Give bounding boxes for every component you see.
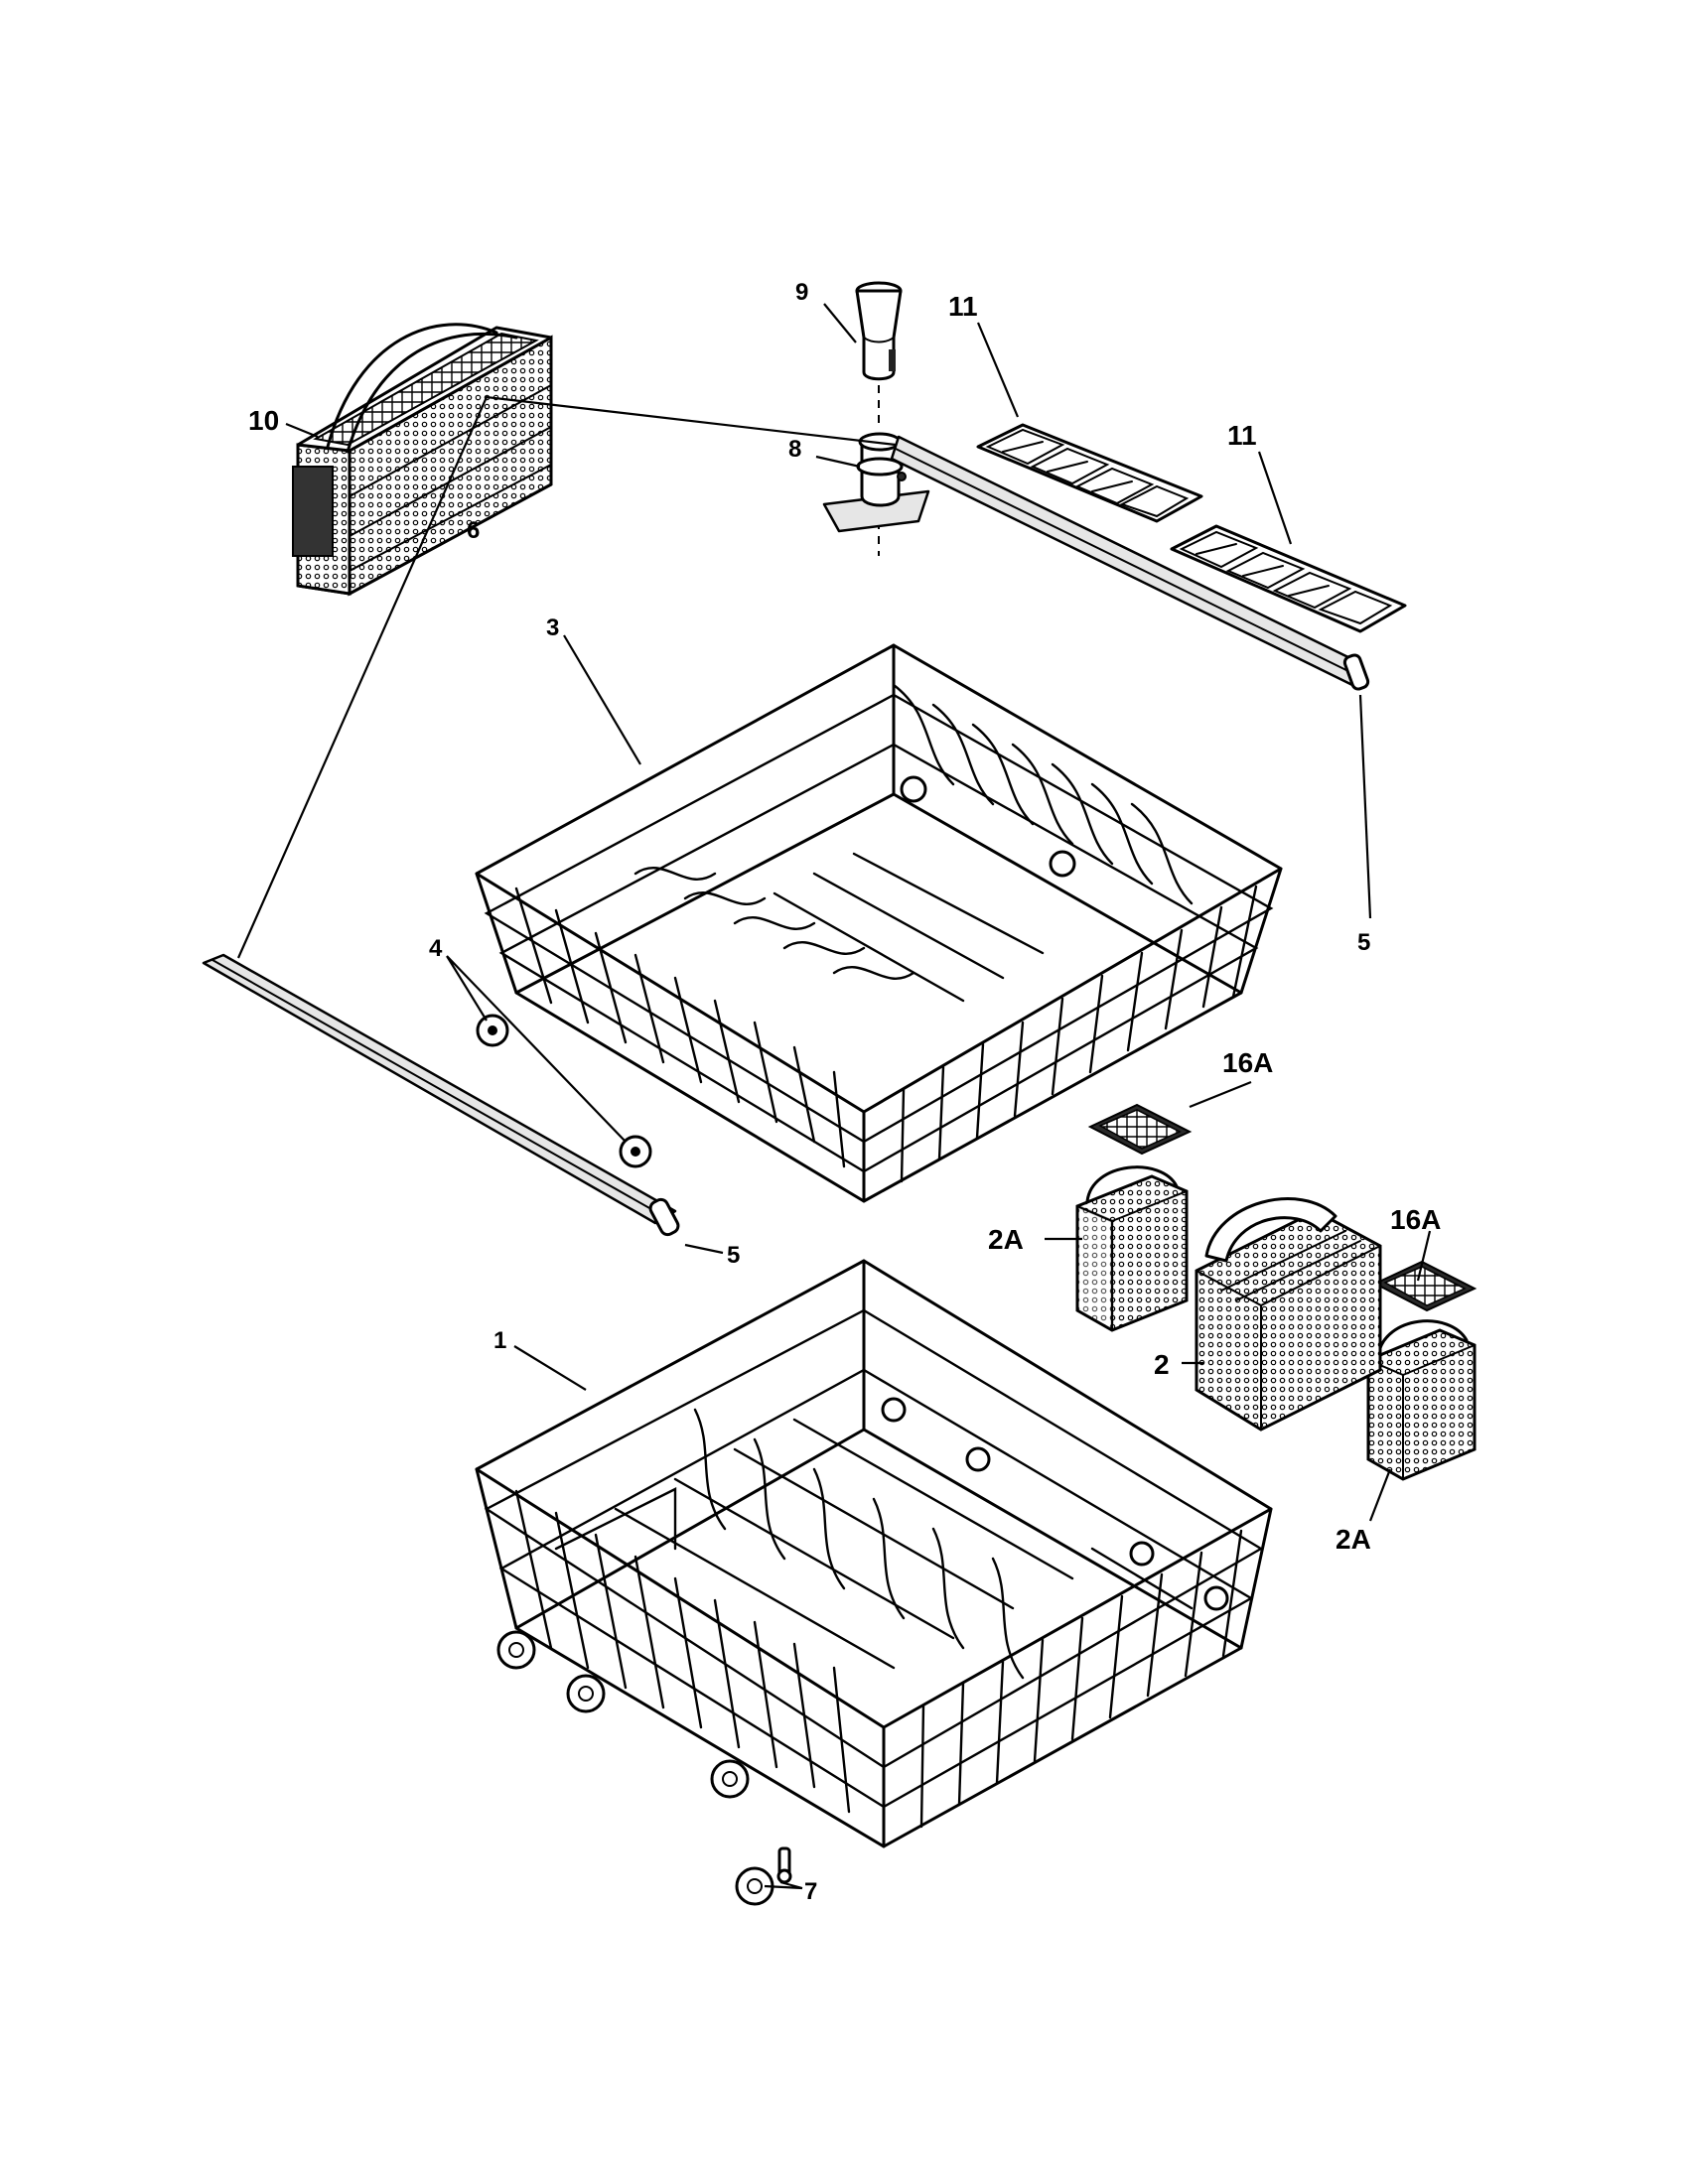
callout-5-right: 5 bbox=[1357, 929, 1370, 956]
callout-8: 8 bbox=[788, 436, 801, 463]
callout-2: 2 bbox=[1154, 1349, 1170, 1380]
tine-rail-part-11-right bbox=[1170, 524, 1407, 633]
basket-lid-part-16a-left bbox=[1087, 1103, 1193, 1156]
callout-11-right: 11 bbox=[1227, 420, 1257, 451]
callout-16a-right: 16A bbox=[1390, 1204, 1441, 1235]
upper-rack-part-3 bbox=[475, 643, 1283, 1203]
small-basket-part-2a-top bbox=[1075, 1165, 1189, 1332]
tine-rail-part-11-left bbox=[976, 423, 1203, 523]
wheels-part-7 bbox=[496, 1630, 792, 1906]
callout-10: 10 bbox=[248, 405, 279, 436]
small-basket-part-2a-bottom bbox=[1366, 1319, 1477, 1481]
leader-lines bbox=[285, 303, 1432, 1890]
callout-3: 3 bbox=[546, 614, 559, 641]
callout-labels: 9 11 11 10 8 6 3 4 5 5 1 16A 16A 2A 2 2A… bbox=[248, 279, 1441, 1905]
hub-bracket-part-8 bbox=[822, 432, 930, 533]
callout-2a-bottom: 2A bbox=[1336, 1524, 1371, 1555]
callout-16a-left: 16A bbox=[1222, 1047, 1273, 1078]
callout-7: 7 bbox=[804, 1878, 817, 1905]
part-6-leader bbox=[236, 395, 897, 959]
callout-2a-top: 2A bbox=[988, 1224, 1024, 1255]
rack-rail-part-5-right bbox=[890, 435, 1370, 691]
large-basket-part-2 bbox=[1195, 1197, 1382, 1432]
rack-rail-part-5-left bbox=[202, 953, 680, 1237]
callout-11-left: 11 bbox=[948, 291, 978, 322]
callout-5-left: 5 bbox=[727, 1242, 740, 1269]
basket-lid-part-16a-right bbox=[1372, 1260, 1477, 1312]
lower-rack-part-1 bbox=[475, 1259, 1273, 1848]
callout-9: 9 bbox=[795, 279, 808, 306]
callout-6: 6 bbox=[467, 517, 480, 544]
callout-4: 4 bbox=[429, 935, 443, 962]
cup-part-9 bbox=[855, 281, 903, 381]
callout-1: 1 bbox=[493, 1327, 506, 1354]
silverware-basket-part-10 bbox=[292, 323, 553, 597]
roller-screws-part-4 bbox=[476, 1014, 652, 1168]
